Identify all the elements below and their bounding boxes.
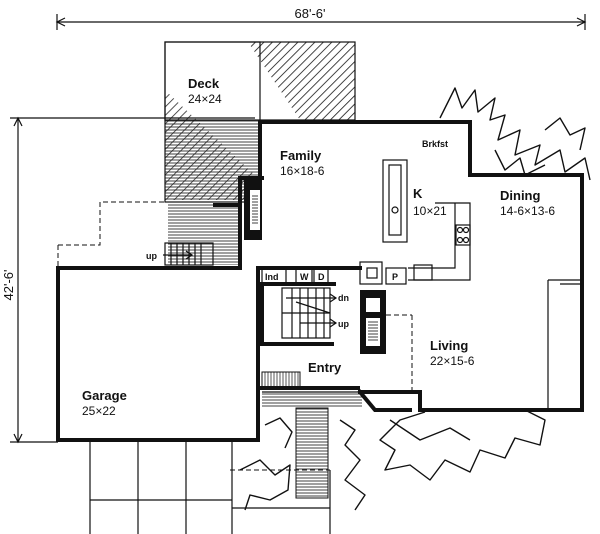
- front-walk: [262, 391, 362, 499]
- deck-name: Deck: [188, 76, 220, 91]
- kitchen-name: K: [413, 186, 423, 201]
- laundry-label: Ind: [265, 272, 279, 282]
- family-name: Family: [280, 148, 322, 163]
- dryer-label: D: [318, 272, 325, 282]
- stair-up-label: up: [338, 319, 349, 329]
- main-stairs: [260, 284, 338, 346]
- pantry-label: P: [392, 272, 398, 282]
- garage-dims: 25×22: [82, 404, 116, 418]
- kitchen-counters: [408, 202, 471, 281]
- width-dimension: 68'-6': [55, 6, 587, 30]
- driveway: [89, 442, 331, 534]
- depth-dimension: 42'-6': [1, 116, 255, 444]
- garage-name: Garage: [82, 388, 127, 403]
- family-dims: 16×18-6: [280, 164, 325, 178]
- fireplace-living: [360, 290, 413, 392]
- shrubs: [239, 87, 591, 511]
- brkfst-label: Brkfst: [422, 139, 448, 149]
- entry-planter: [261, 371, 301, 389]
- lower-deck-outline: [58, 201, 165, 246]
- kitchen-dims: 10×21: [413, 204, 447, 218]
- garage-up-label: up: [146, 251, 157, 261]
- washer-label: W: [300, 272, 309, 282]
- deck-area: [164, 41, 356, 265]
- living-dims: 22×15-6: [430, 354, 475, 368]
- dining-name: Dining: [500, 188, 540, 203]
- dining-dims: 14-6×13-6: [500, 204, 555, 218]
- laundry-row: [260, 261, 407, 286]
- kitchen-island: [382, 159, 408, 243]
- garage-steps: [163, 242, 214, 266]
- stair-down-label: dn: [338, 293, 349, 303]
- overall-width-label: 68'-6': [295, 6, 326, 21]
- overall-depth-label: 42'-6': [1, 270, 16, 301]
- entry-name: Entry: [308, 360, 342, 375]
- deck-dims: 24×24: [188, 92, 222, 106]
- living-name: Living: [430, 338, 468, 353]
- fireplace-family: [244, 180, 262, 240]
